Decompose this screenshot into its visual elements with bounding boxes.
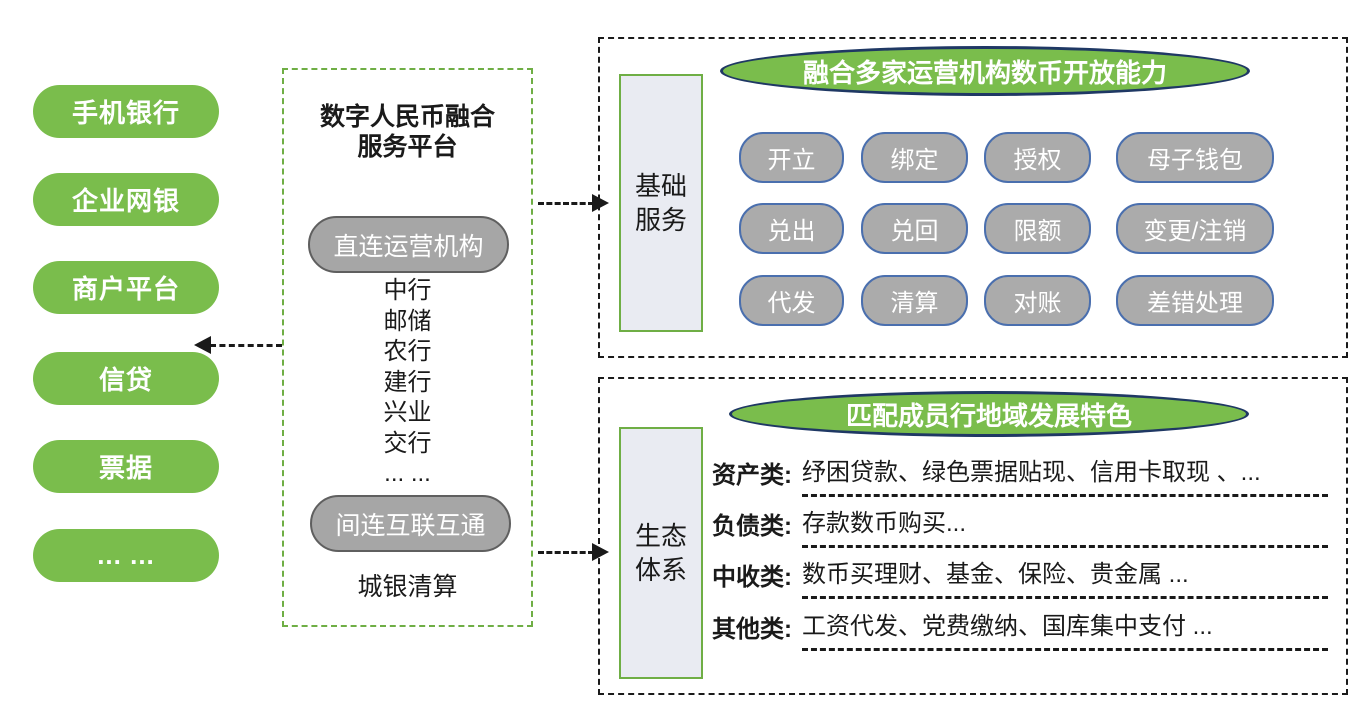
platform-title-line2: 服务平台 bbox=[357, 133, 458, 161]
dashed-arrow-to-basic-services-line bbox=[538, 202, 594, 205]
bank-item: 邮储 bbox=[383, 307, 432, 335]
bank-item: 中行 bbox=[383, 277, 432, 304]
ecosystem-row-intermediate-income: 中收类: 数币买理财、基金、保险、贵金属 ... bbox=[712, 555, 1328, 599]
indirect-connect-pill: 间连互联互通 bbox=[310, 495, 511, 552]
direct-bank-list: 中行 邮储 农行 建行 兴业 交行 ... ... bbox=[284, 276, 531, 490]
channel-pill-bills: 票据 bbox=[33, 440, 219, 493]
service-pill-reconciliation: 对账 bbox=[984, 275, 1091, 326]
channel-pill-merchant-platform: 商户平台 bbox=[33, 261, 219, 314]
dashed-arrow-to-ecosystem-line bbox=[538, 551, 594, 554]
channel-pill-corporate-ebanking: 企业网银 bbox=[33, 173, 219, 226]
ecosystem-panel: 生态体系 匹配成员行地域发展特色 资产类: 纾困贷款、绿色票据贴现、信用卡取现 … bbox=[598, 377, 1348, 695]
ecosystem-row-liabilities: 负债类: 存款数币购买... bbox=[712, 504, 1328, 548]
channel-pill-more: ... ... bbox=[33, 529, 219, 582]
platform-panel: 数字人民币融合 服务平台 直连运营机构 中行 邮储 农行 建行 兴业 交行 ..… bbox=[282, 68, 533, 627]
bank-item-more: ... ... bbox=[384, 460, 431, 487]
bank-item: 农行 bbox=[383, 338, 432, 365]
basic-services-side-label-text: 基础服务 bbox=[634, 171, 687, 235]
arrow-right-icon bbox=[592, 194, 609, 212]
service-pill-payroll: 代发 bbox=[739, 275, 844, 326]
bank-item: 交行 bbox=[383, 429, 432, 457]
dashed-arrow-to-channels-line bbox=[210, 344, 282, 347]
service-pill-error-handling: 差错处理 bbox=[1116, 275, 1274, 326]
service-pill-limit: 限额 bbox=[984, 203, 1091, 254]
service-pill-clearing: 清算 bbox=[861, 275, 968, 326]
ecosystem-row-assets: 资产类: 纾困贷款、绿色票据贴现、信用卡取现 、... bbox=[712, 453, 1328, 497]
bank-item: 建行 bbox=[383, 368, 432, 396]
basic-services-panel: 基础服务 融合多家运营机构数币开放能力 开立 绑定 授权 母子钱包 兑出 兑回 … bbox=[598, 37, 1348, 358]
service-pill-bind: 绑定 bbox=[861, 132, 968, 183]
ecosystem-row-content: 存款数币购买... bbox=[802, 503, 1328, 548]
arrow-right-icon bbox=[592, 543, 609, 561]
ecosystem-row-content: 工资代发、党费缴纳、国库集中支付 ... bbox=[802, 606, 1328, 651]
basic-services-side-label: 基础服务 bbox=[619, 74, 703, 332]
ecosystem-row-label: 资产类: bbox=[712, 462, 792, 489]
ecosystem-row-label: 其他类: bbox=[712, 616, 792, 643]
service-pill-redeem-out: 兑出 bbox=[739, 203, 844, 254]
service-pill-redeem-back: 兑回 bbox=[861, 203, 968, 254]
ecosystem-row-label: 负债类: bbox=[712, 513, 792, 540]
basic-services-header: 融合多家运营机构数币开放能力 bbox=[720, 46, 1250, 96]
service-pill-open: 开立 bbox=[739, 132, 844, 183]
ecosystem-side-label: 生态体系 bbox=[619, 427, 703, 679]
direct-connect-pill: 直连运营机构 bbox=[308, 216, 509, 273]
platform-title: 数字人民币融合 服务平台 bbox=[284, 102, 531, 162]
arrow-left-icon bbox=[194, 336, 211, 354]
service-pill-change-cancel: 变更/注销 bbox=[1116, 203, 1274, 254]
bank-item: 兴业 bbox=[383, 399, 432, 426]
ecosystem-row-content: 数币买理财、基金、保险、贵金属 ... bbox=[802, 554, 1328, 599]
service-pill-parent-child-wallet: 母子钱包 bbox=[1116, 132, 1274, 183]
ecosystem-side-label-text: 生态体系 bbox=[634, 521, 687, 585]
ecosystem-row-other: 其他类: 工资代发、党费缴纳、国库集中支付 ... bbox=[712, 607, 1328, 651]
service-pill-authorize: 授权 bbox=[984, 132, 1091, 183]
ecosystem-row-content: 纾困贷款、绿色票据贴现、信用卡取现 、... bbox=[802, 452, 1328, 497]
ecosystem-row-label: 中收类: bbox=[712, 564, 792, 591]
channel-pill-mobile-banking: 手机银行 bbox=[33, 85, 219, 138]
channel-pill-credit: 信贷 bbox=[33, 352, 219, 405]
ecosystem-header: 匹配成员行地域发展特色 bbox=[729, 391, 1249, 437]
indirect-member-label: 城银清算 bbox=[357, 573, 458, 601]
platform-title-line1: 数字人民币融合 bbox=[319, 103, 495, 131]
